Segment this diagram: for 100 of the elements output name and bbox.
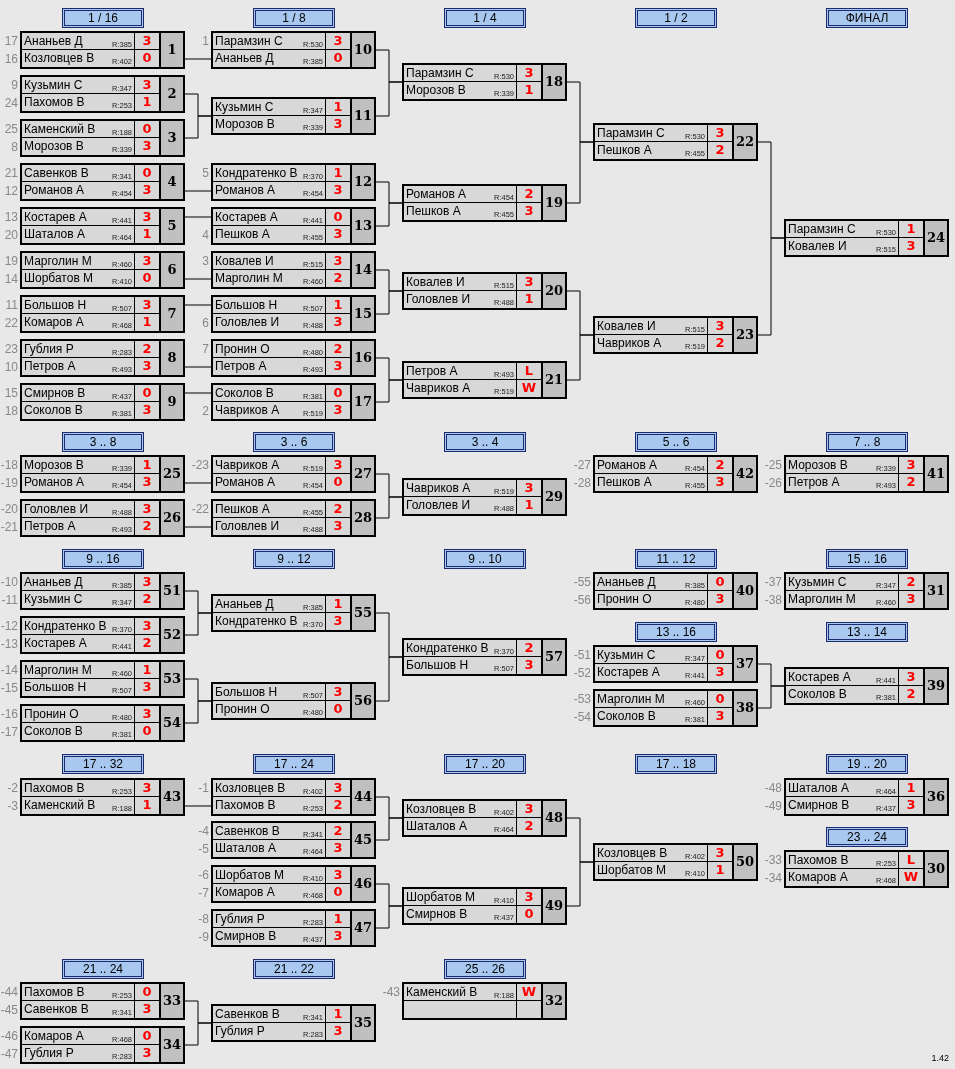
player-name: Гублия Р [215,1023,265,1039]
player-name: Кондратенко В [215,613,298,629]
match-number: 47 [350,911,374,945]
player-name: Пешков А [597,474,652,490]
seed-number: 18 [3,403,18,419]
match-box [211,682,376,720]
player-name: Петров А [24,518,76,534]
match-box [211,295,376,333]
score: 1 [523,291,535,307]
round-header: 23 .. 24 [826,827,908,847]
match-box [784,667,949,705]
score: 0 [332,701,344,717]
seed-number: -22 [190,501,209,517]
player-name: Морозов В [215,116,275,132]
seed-number: -53 [572,691,591,707]
player-name: Морозов В [788,457,848,473]
bracket-line [757,685,785,709]
score: 3 [332,457,344,473]
match-box [211,97,376,135]
round-header: 13 .. 14 [826,622,908,642]
match-number: 38 [732,691,756,725]
bracket-line [184,612,212,636]
score: 3 [332,613,344,629]
player-name: Кузьмин С [24,77,83,93]
match-number: 35 [350,1006,374,1040]
score: 3 [714,318,726,334]
seed-number: -4 [197,823,209,839]
score: 3 [332,226,344,242]
player-name: Марголин М [24,253,92,269]
seed-number: 24 [3,95,18,111]
player-name: Пахомов В [215,797,276,813]
player-name: Козловцев В [406,801,477,817]
match-number: 16 [350,341,374,375]
player-name: Пронин О [215,341,270,357]
player-name: Головлев И [215,314,280,330]
player-name: Гублия Р [24,1045,74,1061]
player-name: Кузьмин С [788,574,847,590]
match-number: 14 [350,253,374,287]
match-box [20,207,185,245]
bracket-line [375,379,403,403]
seed-number: -10 [0,574,18,590]
score: 2 [332,501,344,517]
match-box [784,778,949,816]
bracket-line [184,190,212,192]
match-number: 17 [350,385,374,419]
player-name: Шаталов А [215,840,276,856]
player-name: Шорбатов М [406,889,476,905]
player-name: Каменский В [24,797,96,813]
player-name: Большов Н [215,684,278,700]
match-number: 23 [732,318,756,352]
score: 3 [523,657,535,673]
player-name: Кузьмин С [215,99,274,115]
score: 3 [141,77,153,93]
player-name: Козловцев В [24,50,95,66]
player-name: Шорбатов М [24,270,94,286]
player-name: Чавриков А [406,380,471,396]
match-box [20,778,185,816]
match-number: 7 [159,297,183,331]
score: 0 [332,385,344,401]
player-name: Ковалев И [597,318,656,334]
match-number: 27 [350,457,374,491]
player-name: Головлев И [215,518,280,534]
score: 1 [141,662,153,678]
player-name: Морозов В [24,138,84,154]
match-number: 36 [923,780,947,814]
match-box [402,63,567,101]
match-box [402,982,567,1020]
score: 3 [332,116,344,132]
player-name: Костарев А [215,209,278,225]
match-number: 3 [159,121,183,155]
player-name: Костарев А [788,669,851,685]
seed-number: -52 [572,665,591,681]
match-box [20,31,185,69]
match-box [784,850,949,888]
bracket-line [184,216,212,218]
score: 0 [714,574,726,590]
match-box [211,251,376,289]
match-number: 46 [350,867,374,901]
seed-number: -11 [0,592,18,608]
player-name: Марголин М [24,662,92,678]
score: 2 [523,640,535,656]
player-name: Савенков В [215,823,280,839]
score: 3 [141,780,153,796]
round-header: 1 / 2 [635,8,717,28]
player-name: Пешков А [215,226,270,242]
player-name: Шаталов А [406,818,467,834]
seed-number: 19 [3,253,18,269]
score: 3 [332,33,344,49]
score: 3 [714,591,726,607]
seed-number: 25 [3,121,18,137]
player-name: Каменский В [406,984,478,1000]
seed-number: 17 [3,33,18,49]
seed-number: -12 [0,618,18,634]
player-name: Ананьев Д [215,50,274,66]
bracket-line [757,237,785,336]
score: 2 [141,635,153,651]
player-name: Костарев А [24,209,87,225]
player-name: Комаров А [24,1028,84,1044]
player-name: Гублия Р [215,911,265,927]
match-box [784,455,949,493]
